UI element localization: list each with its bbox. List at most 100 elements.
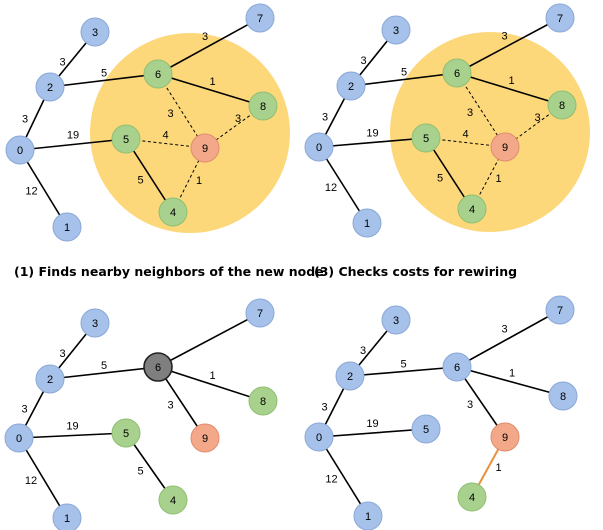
edge-n6-n9 (157, 73, 206, 149)
node-6: 6 (442, 352, 472, 382)
edge-weight-n0-n5: 19 (66, 421, 78, 433)
node-circle (353, 501, 383, 530)
edge-n6-n7 (456, 309, 561, 368)
node-label: 3 (393, 25, 399, 37)
edge-weight-n0-n2: 3 (21, 404, 27, 416)
edge-n6-n9 (456, 72, 506, 148)
node-1: 1 (52, 503, 82, 530)
node-circle (248, 91, 278, 121)
edge-weight-n9-n4: 1 (495, 462, 501, 474)
node-label: 5 (423, 424, 429, 436)
node-label: 8 (260, 101, 266, 113)
edge-weight-n0-n5: 19 (366, 128, 378, 140)
edge-weight-n6-n7: 3 (501, 31, 507, 43)
node-circle (336, 71, 366, 101)
edge-n6-n8 (456, 72, 563, 106)
node-9: 9 (490, 132, 520, 162)
node-circle (158, 197, 188, 227)
node-circle (304, 422, 334, 452)
edge-n0-n5 (19, 138, 127, 151)
edge-n2-n6 (49, 366, 159, 380)
node-label: 5 (123, 134, 129, 146)
edge-weight-n2-n3: 3 (59, 57, 65, 69)
node-0: 0 (304, 132, 334, 162)
node-label: 5 (123, 428, 129, 440)
node-label: 2 (347, 371, 353, 383)
neighborhood-circle (90, 33, 290, 233)
edge-weight-n5-n4: 5 (437, 173, 443, 185)
node-circle (52, 212, 82, 242)
edge-n6-n8 (157, 366, 264, 402)
node-circle (457, 482, 487, 512)
node-label: 0 (316, 432, 322, 444)
edge-weight-n0-n1: 12 (25, 186, 37, 198)
edge-weight-n5-n9: 4 (162, 130, 168, 142)
node-circle (80, 308, 110, 338)
node-circle (248, 386, 278, 416)
node-label: 8 (260, 396, 266, 408)
node-7: 7 (245, 298, 275, 328)
node-4: 4 (158, 485, 188, 515)
node-label: 3 (393, 315, 399, 327)
edge-weight-n2-n6: 5 (400, 359, 406, 371)
edge-n2-n6 (49, 73, 159, 88)
edge-weight-n0-n2: 3 (322, 112, 328, 124)
edge-n0-n5 (318, 137, 427, 148)
node-circle (490, 132, 520, 162)
edge-weight-n2-n3: 3 (360, 345, 366, 357)
edge-n2-n6 (349, 366, 458, 377)
node-3: 3 (381, 305, 411, 335)
node-label: 0 (16, 433, 22, 445)
edge-weight-n2-n6: 5 (401, 67, 407, 79)
neighborhood-circle (390, 32, 590, 232)
node-label: 4 (170, 495, 176, 507)
node-0: 0 (4, 423, 34, 453)
node-circle (304, 132, 334, 162)
edge-weight-n2-n6: 5 (101, 360, 107, 372)
node-label: 2 (47, 374, 53, 386)
edge-weight-n4-n9: 1 (196, 175, 202, 187)
node-label: 9 (202, 433, 208, 445)
edge-weight-n5-n4: 5 (137, 466, 143, 478)
node-label: 1 (364, 218, 370, 230)
node-label: 7 (257, 308, 263, 320)
node-circle (35, 72, 65, 102)
node-circle (52, 503, 82, 530)
node-2: 2 (35, 364, 65, 394)
edge-weight-n0-n1: 12 (325, 474, 337, 486)
node-label: 8 (560, 391, 566, 403)
node-circle (381, 305, 411, 335)
node-4: 4 (457, 482, 487, 512)
node-0: 0 (304, 422, 334, 452)
node-circle (381, 15, 411, 45)
node-label: 4 (469, 492, 475, 504)
node-0: 0 (5, 135, 35, 165)
node-circle (80, 17, 110, 47)
node-label: 1 (64, 222, 70, 234)
node-8: 8 (248, 91, 278, 121)
edge-n0-n1 (18, 437, 68, 519)
edge-weight-n0-n1: 12 (325, 182, 337, 194)
edge-n2-n6 (350, 72, 458, 87)
node-circle (442, 352, 472, 382)
node-label: 1 (64, 513, 70, 525)
edge-n6-n7 (157, 312, 261, 368)
node-1: 1 (353, 501, 383, 530)
node-label: 9 (502, 432, 508, 444)
edge-weight-n6-n7: 3 (202, 31, 208, 43)
node-3: 3 (80, 308, 110, 338)
edge-weight-n6-n9: 3 (167, 108, 173, 120)
edge-weight-n5-n4: 5 (137, 175, 143, 187)
edge-weight-n6-n9: 3 (467, 399, 473, 411)
node-circle (158, 485, 188, 515)
node-7: 7 (245, 3, 275, 33)
node-5: 5 (111, 418, 141, 448)
node-6: 6 (143, 59, 173, 89)
node-9: 9 (190, 423, 220, 453)
node-label: 9 (202, 143, 208, 155)
node-circle (35, 364, 65, 394)
node-circle (442, 58, 472, 88)
node-circle (5, 135, 35, 165)
node-4: 4 (158, 197, 188, 227)
